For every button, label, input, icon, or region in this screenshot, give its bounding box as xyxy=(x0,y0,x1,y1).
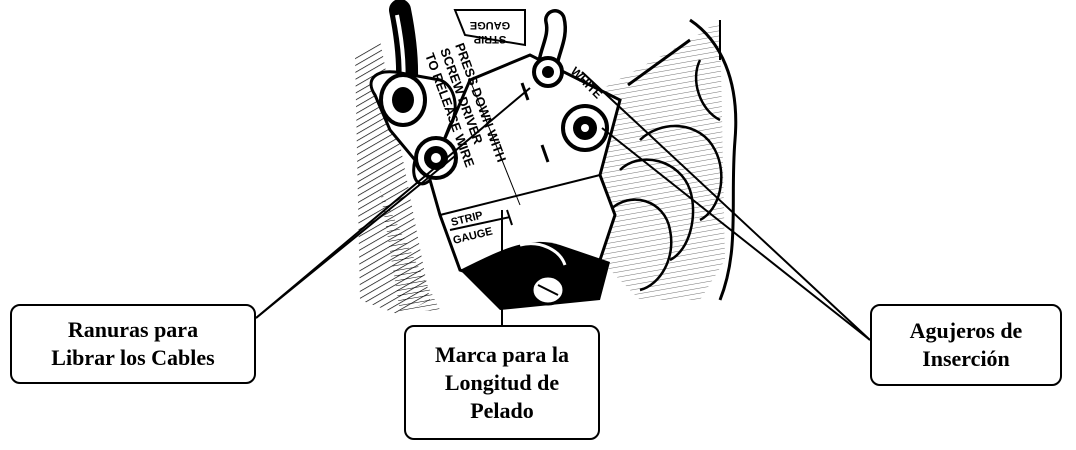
top-gauge-text: GAUGE xyxy=(470,19,510,31)
callout-line: Marca para la xyxy=(434,341,569,367)
insertion-holes xyxy=(520,9,609,163)
callout-release-slots: Ranuras para Librar los Cables xyxy=(10,304,256,384)
lower-terminal xyxy=(460,241,610,310)
callout-line: Librar los Cables xyxy=(51,345,215,370)
leader-agujeros-2 xyxy=(601,127,871,341)
release-slot-holes xyxy=(379,73,458,180)
callout-line: Agujeros de xyxy=(909,318,1023,343)
hand-drawing xyxy=(600,18,738,301)
leader-lines xyxy=(255,71,871,341)
leader-ranuras-2 xyxy=(255,155,456,319)
callout-line: Inserción xyxy=(922,346,1010,371)
callout-insertion-holes: Agujeros de Inserción xyxy=(870,304,1062,386)
leader-agujeros-1 xyxy=(581,71,871,341)
callout-strip-length-mark: Marca para la Longitud de Pelado xyxy=(404,325,600,440)
background-wall xyxy=(355,40,440,315)
callout-line: Ranuras para xyxy=(67,317,199,342)
callout-line: Pelado xyxy=(470,397,534,423)
callout-line: Longitud de xyxy=(444,369,560,395)
top-strip-gauge: GAUGE STRIP xyxy=(453,9,526,47)
top-strip-text: STRIP xyxy=(474,33,506,45)
